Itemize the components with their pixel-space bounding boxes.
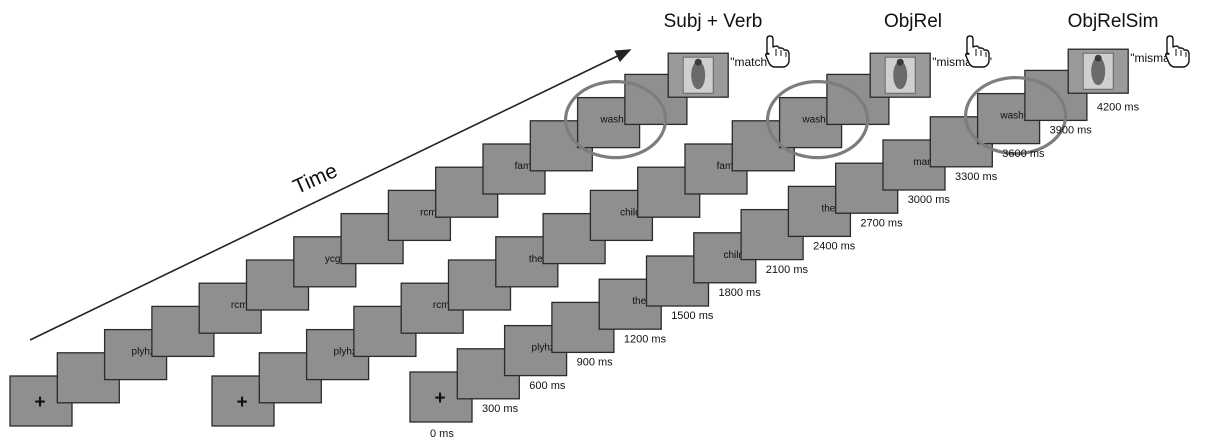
stimulus-word: the (821, 203, 835, 214)
time-stamp: 0 ms (430, 428, 454, 440)
highlight-circle (963, 75, 1068, 156)
stimulus-frames: + plyhzt rcm ycgl rcm fam washed "match" Subj + … (9, 11, 1190, 427)
stimulus-frame (826, 73, 890, 126)
time-stamp: 3600 ms (1002, 148, 1045, 160)
photo-thumbnail-icon (869, 52, 931, 98)
time-stamp: 2100 ms (766, 264, 809, 276)
stimulus-word: plyhzt (334, 347, 360, 358)
stimulus-word: rcm (433, 300, 450, 311)
condition-title: ObjRelSim (1068, 11, 1159, 32)
time-arrow (29, 49, 632, 341)
stimulus-word: ycgl (325, 254, 343, 265)
fixation-cross: + (434, 388, 445, 409)
time-stamp: 3000 ms (908, 194, 951, 206)
sequence-2: +plyhztrcmthechildfamwashed"mismatch"Obj… (211, 11, 992, 427)
time-stamp: 900 ms (577, 357, 614, 369)
time-stamp: 3300 ms (955, 171, 998, 183)
stimulus-word: rcm (420, 207, 437, 218)
stimulus-word: washed (801, 115, 836, 126)
photo-thumbnail-icon (1067, 48, 1129, 94)
condition-title: ObjRel (884, 11, 942, 32)
time-stamp: 3900 ms (1050, 125, 1093, 137)
sequence-3: +plyhztthechildthemanwashed"mismatch"Obj… (409, 11, 1190, 423)
stimulus-word: child (620, 207, 641, 218)
time-stamp: 300 ms (482, 403, 519, 415)
overlay-group: 0 ms 300 ms 600 ms 900 ms 1200 ms 1500 ms 1800… (430, 75, 1140, 440)
time-stamp: 1500 ms (671, 310, 714, 322)
stimulus-word: plyhzt (532, 343, 558, 354)
stimulus-word: child (724, 250, 745, 261)
time-stamp: 1800 ms (719, 287, 762, 299)
condition-title: Subj + Verb (664, 11, 763, 32)
sequence-1: + plyhzt rcm ycgl rcm fam washed "match" Subj + … (9, 11, 790, 427)
fixation-cross: + (236, 392, 247, 413)
frame-box (826, 73, 890, 126)
stimulus-word: fam (515, 161, 532, 172)
photo-thumbnail-icon (667, 52, 729, 98)
fixation-cross: + (34, 392, 45, 413)
stimulus-word: the (632, 296, 646, 307)
highlight-circle (765, 79, 870, 160)
stimulus-word: rcm (231, 300, 248, 311)
stimulus-word: fam (717, 161, 734, 172)
time-stamp: 2400 ms (813, 241, 856, 253)
highlight-circle (563, 79, 668, 160)
time-stamp: 1200 ms (624, 333, 667, 345)
response-label: "match" (730, 55, 771, 69)
stimulus-word: washed (999, 111, 1034, 122)
hand-pointer-icon (965, 35, 990, 68)
stimulus-word: the (529, 254, 543, 265)
hand-pointer-icon (765, 35, 790, 68)
time-stamp: 600 ms (529, 380, 566, 392)
stimulus-word: washed (599, 115, 634, 126)
stimulus-word: man (913, 157, 932, 168)
hand-pointer-icon (1165, 35, 1190, 68)
time-stamp: 2700 ms (860, 217, 903, 229)
stimulus-word: plyhzt (132, 347, 158, 358)
time-arrow-group: Time (29, 49, 632, 341)
time-stamp: 4200 ms (1097, 101, 1140, 113)
